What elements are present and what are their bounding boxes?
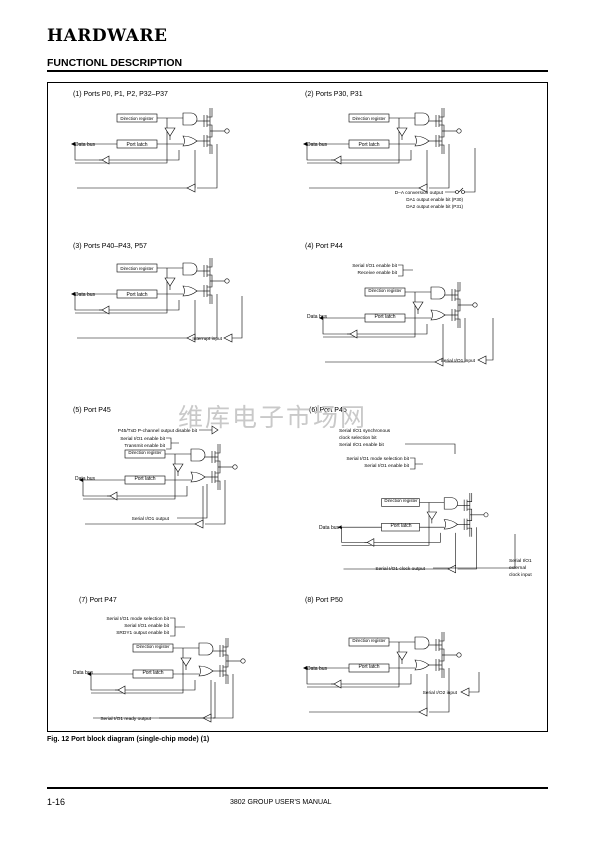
panel-title: (6) Port P46 (309, 407, 347, 414)
figure-frame (47, 82, 548, 732)
sync-clock-label-2: clock selection bit (339, 435, 377, 441)
transmit-enable-label: Transmit enable bit (124, 443, 165, 449)
da-conversion-label: D–A conversion output (395, 190, 444, 196)
header-rule (47, 70, 548, 72)
manual-title: 3802 GROUP USER'S MANUAL (230, 799, 332, 806)
direction-register-label: Direction register (368, 288, 402, 293)
data-bus-label: Data bus (319, 525, 340, 531)
panel-7: (7) Port P47 Serial I/O1 mode selection … (73, 597, 246, 723)
panel-title: (5) Port P45 (73, 407, 111, 414)
watermark: 维库电子市场网 (178, 403, 368, 432)
panel-8: (8) Port P50 Direction register Port lat… (302, 597, 480, 717)
data-bus-label: Data bus (307, 314, 328, 320)
direction-register-label: Direction register (128, 450, 162, 455)
direction-register-label: Direction register (136, 644, 170, 649)
section-subtitle: FUNCTIONL DESCRIPTION (47, 57, 183, 69)
serial-io1-enable-label-b: Serial I/O1 enable bit (364, 463, 409, 469)
port-latch-label: Port latch (374, 314, 395, 320)
interrupt-input-label: Interrupt input (192, 336, 222, 342)
port-block-diagrams: (1) Ports P0, P1, P2, P32–P37 Direction … (70, 91, 532, 723)
port-latch-label: Port latch (126, 142, 147, 148)
serial-io1-enable-label: Serial I/O1 enable bit (120, 436, 165, 442)
page-number: 1-16 (47, 797, 66, 807)
direction-register-label: Direction register (384, 498, 418, 503)
figure-caption: Fig. 12 Port block diagram (single-chip … (47, 736, 210, 743)
section-title: HARDWARE (47, 26, 168, 46)
direction-register-label: Direction register (120, 266, 154, 271)
port-latch-label: Port latch (126, 292, 147, 298)
srdy1-enable-label: SRDY1 output enable bit (116, 630, 169, 636)
data-bus-label: Data bus (75, 142, 96, 148)
panel-6: (6) Port P46 Serial I/O1 synchronous clo… (309, 407, 532, 578)
footer-rule (47, 787, 548, 789)
direction-register-label: Direction register (352, 638, 386, 643)
panel-2: (2) Ports P30, P31 Direction register Po… (302, 91, 476, 209)
port-latch-label: Port latch (390, 523, 411, 529)
port-latch-label: Port latch (134, 476, 155, 482)
port-latch-label: Port latch (142, 670, 163, 676)
serial-io1-input-label: Serial I/O1 input (441, 358, 476, 364)
data-bus-label: Data bus (307, 142, 328, 148)
p45-disable-label: P45/TxD P-channel output disable bit (118, 428, 198, 434)
panel-4: (4) Port P44 Serial I/O1 enable bit Rece… (305, 243, 494, 367)
panel-title: (2) Ports P30, P31 (305, 91, 363, 98)
panel-title: (8) Port P50 (305, 597, 343, 604)
panel-title: (3) Ports P40–P43, P57 (73, 243, 147, 250)
direction-register-label: Direction register (120, 116, 154, 121)
clock-output-label: Serial I/O1 clock output (375, 566, 425, 572)
mode-selection-label: Serial I/O1 mode selection bit (346, 456, 409, 462)
serial-io1-output-label: Serial I/O1 output (132, 516, 170, 522)
serial-io1-enable-label: Serial I/O1 enable bit (124, 623, 169, 629)
panel-3: (3) Ports P40–P43, P57 Direction registe… (70, 243, 243, 343)
mode-selection-label: Serial I/O1 mode selection bit (106, 616, 169, 622)
port-latch-label: Port latch (358, 142, 379, 148)
sync-clock-label-1: Serial I/O1 synchronous (339, 428, 391, 434)
receive-enable-label: Receive enable bit (358, 270, 398, 276)
port-latch-label: Port latch (358, 664, 379, 670)
data-bus-label: Data bus (75, 476, 96, 482)
da2-enable-label: DA2 output enable bit (P31) (406, 204, 463, 209)
serial-io1-enable-label: Serial I/O1 enable bit (352, 263, 397, 269)
external-clock-label-1: Serial I/O1 (509, 558, 532, 564)
direction-register-label: Direction register (352, 116, 386, 121)
data-bus-label: Data bus (307, 666, 328, 672)
serial-io2-input-label: Serial I/O2 input (423, 690, 458, 696)
external-clock-label-2: external (509, 565, 526, 571)
panel-1: (1) Ports P0, P1, P2, P32–P37 Direction … (70, 91, 230, 193)
da1-enable-label: DA1 output enable bit (P30) (406, 197, 463, 202)
panel-title: (7) Port P47 (79, 597, 117, 604)
panel-title: (1) Ports P0, P1, P2, P32–P37 (73, 91, 168, 98)
panel-5: (5) Port P45 P45/TxD P-channel output di… (73, 407, 238, 529)
external-clock-label-3: clock input (509, 572, 532, 578)
ready-output-label: Serial I/O1 ready output (100, 716, 151, 722)
data-bus-label: Data bus (73, 670, 94, 676)
data-bus-label: Data bus (75, 292, 96, 298)
panel-title: (4) Port P44 (305, 243, 343, 250)
serial-io1-enable-label-a: Serial I/O1 enable bit (339, 442, 384, 448)
